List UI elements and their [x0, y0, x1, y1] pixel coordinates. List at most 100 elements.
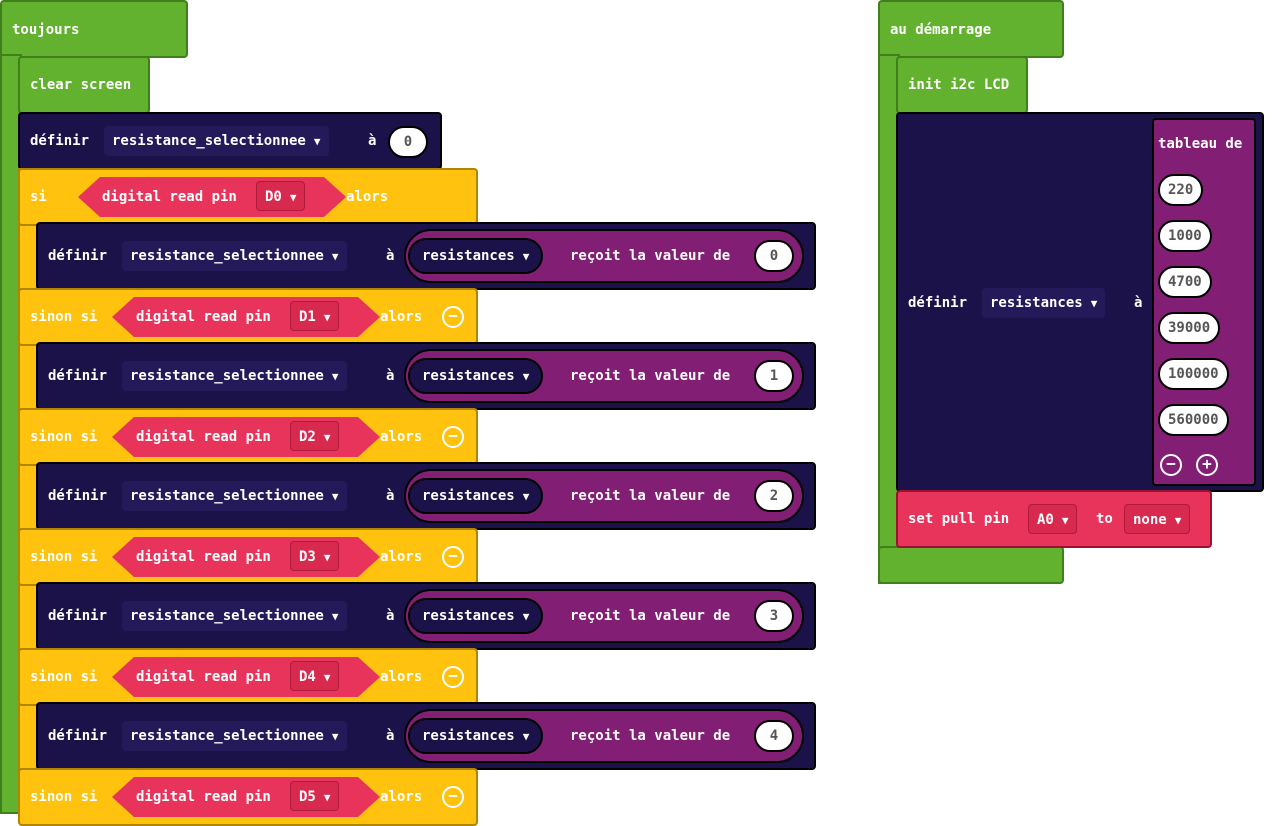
- plus-circle-icon[interactable]: +: [1196, 454, 1218, 476]
- pin-dropdown[interactable]: A0▼: [1028, 504, 1078, 534]
- array-item-input[interactable]: 39000: [1158, 312, 1221, 344]
- array-variable-pill[interactable]: resistances▼: [408, 718, 544, 754]
- array-variable-pill[interactable]: resistances▼: [408, 238, 544, 274]
- variable-dropdown[interactable]: resistance_selectionnee▼: [122, 481, 347, 511]
- minus-circle-icon[interactable]: −: [442, 546, 464, 568]
- index-input[interactable]: 4: [754, 720, 794, 752]
- caret-down-icon: ▼: [522, 730, 530, 743]
- minus-circle-icon[interactable]: −: [442, 666, 464, 688]
- array-item-input[interactable]: 1000: [1158, 220, 1212, 252]
- pin-dropdown[interactable]: D1▼: [290, 301, 339, 331]
- to-keyword: à: [386, 488, 395, 504]
- index-input[interactable]: 1: [754, 360, 794, 392]
- array-item-input[interactable]: 4700: [1158, 266, 1212, 298]
- set-from-array-block[interactable]: définir resistance_selectionnee▼ à resis…: [36, 582, 816, 650]
- pin-dropdown[interactable]: D0 ▼: [256, 181, 305, 211]
- variable-dropdown[interactable]: resistance_selectionnee▼: [122, 721, 347, 751]
- variable-dropdown[interactable]: resistance_selectionnee▼: [122, 241, 347, 271]
- array-variable-pill[interactable]: resistances▼: [408, 478, 544, 514]
- set-initial-block[interactable]: définir resistance_selectionnee▼ à 0: [18, 112, 442, 170]
- minus-circle-icon[interactable]: −: [442, 426, 464, 448]
- array-get-block[interactable]: resistances▼ reçoit la valeur de 0: [404, 229, 804, 283]
- on-start-block[interactable]: au démarrage: [878, 0, 1064, 58]
- to-keyword: à: [386, 248, 395, 264]
- caret-down-icon: ▼: [331, 730, 339, 743]
- digital-read-block[interactable]: digital read pin D4▼: [112, 657, 380, 697]
- set-from-array-block[interactable]: définir resistance_selectionnee▼ à resis…: [36, 222, 816, 290]
- if-header[interactable]: si digital read pin D0▼ alors: [18, 168, 478, 226]
- set-pull-block[interactable]: set pull pin A0▼ to none▼: [896, 490, 1212, 548]
- caret-down-icon: ▼: [289, 191, 297, 204]
- set-keyword: définir: [48, 368, 108, 384]
- on-start-label: au démarrage: [890, 22, 992, 38]
- variable-dropdown-label: resistance_selectionnee: [130, 368, 324, 384]
- digital-read-block[interactable]: digital read pin D1▼: [112, 297, 380, 337]
- else-if-header[interactable]: sinon si digital read pin D5▼ alors −: [18, 768, 478, 826]
- array-variable-label: resistances: [422, 248, 515, 264]
- set-from-array-block[interactable]: définir resistance_selectionnee▼ à resis…: [36, 462, 816, 530]
- index-input[interactable]: 3: [754, 600, 794, 632]
- else-if-header[interactable]: sinon si digital read pin D4▼ alors −: [18, 648, 478, 706]
- array-get-block[interactable]: resistances▼ reçoit la valeur de 3: [404, 589, 804, 643]
- pin-dropdown[interactable]: D5 ▼: [290, 781, 339, 811]
- minus-circle-icon[interactable]: −: [442, 786, 464, 808]
- pin-dropdown-label: D0: [265, 189, 282, 205]
- array-get-block[interactable]: resistances▼ reçoit la valeur de 1: [404, 349, 804, 403]
- array-label: tableau de: [1158, 136, 1243, 152]
- array-item-input[interactable]: 220: [1158, 174, 1204, 206]
- array-variable-pill[interactable]: resistances▼: [408, 598, 544, 634]
- variable-dropdown[interactable]: resistance_selectionnee▼: [104, 126, 329, 156]
- else-if-keyword: sinon si: [30, 669, 98, 685]
- else-if-header[interactable]: sinon si digital read pin D3▼ alors −: [18, 528, 478, 586]
- pin-dropdown[interactable]: D2▼: [290, 421, 339, 451]
- digital-read-block[interactable]: digital read pin D0▼: [78, 177, 346, 217]
- caret-down-icon: ▼: [323, 791, 331, 804]
- set-from-array-block[interactable]: définir resistance_selectionnee▼ à resis…: [36, 702, 816, 770]
- digital-read-block[interactable]: digital read pin D2▼: [112, 417, 380, 457]
- forever-label: toujours: [12, 22, 80, 38]
- to-keyword: à: [368, 133, 377, 149]
- pin-dropdown[interactable]: D4▼: [290, 661, 339, 691]
- array-get-block[interactable]: resistances▼ reçoit la valeur de 2: [404, 469, 804, 523]
- minus-circle-icon[interactable]: −: [1160, 454, 1182, 476]
- then-keyword: alors: [380, 669, 423, 685]
- digital-read-block[interactable]: digital read pin D3▼: [112, 537, 380, 577]
- else-if-keyword: sinon si: [30, 309, 98, 325]
- caret-down-icon: ▼: [522, 610, 530, 623]
- index-input[interactable]: 0: [754, 240, 794, 272]
- variable-dropdown[interactable]: resistance_selectionnee▼: [122, 601, 347, 631]
- else-if-header[interactable]: sinon si digital read pin D2▼ alors −: [18, 408, 478, 466]
- digital-read-label: digital read pin: [136, 549, 271, 565]
- digital-read-block[interactable]: digital read pin D5▼: [112, 777, 380, 817]
- set-keyword: définir: [48, 608, 108, 624]
- array-get-block[interactable]: resistances▼ reçoit la valeur de 4: [404, 709, 804, 763]
- pin-dropdown-label: A0: [1037, 512, 1054, 528]
- array-item-input[interactable]: 560000: [1158, 404, 1229, 436]
- clear-screen-block[interactable]: clear screen: [18, 56, 150, 114]
- to-keyword: à: [386, 728, 395, 744]
- caret-down-icon: ▼: [1174, 514, 1182, 527]
- variable-dropdown[interactable]: resistance_selectionnee▼: [122, 361, 347, 391]
- number-input[interactable]: 0: [388, 126, 428, 158]
- pin-dropdown-label: D5: [299, 789, 316, 805]
- else-if-keyword: sinon si: [30, 549, 98, 565]
- array-variable-pill[interactable]: resistances▼: [408, 358, 544, 394]
- pin-dropdown[interactable]: D3▼: [290, 541, 339, 571]
- minus-circle-icon[interactable]: −: [442, 306, 464, 328]
- index-input[interactable]: 2: [754, 480, 794, 512]
- else-if-keyword: sinon si: [30, 429, 98, 445]
- then-keyword: alors: [380, 309, 423, 325]
- receive-value-label: reçoit la valeur de: [570, 488, 731, 504]
- set-from-array-block[interactable]: définir resistance_selectionnee▼ à resis…: [36, 342, 816, 410]
- variable-dropdown[interactable]: resistances▼: [982, 288, 1106, 318]
- init-lcd-block[interactable]: init i2c LCD: [896, 56, 1028, 114]
- set-pull-label: set pull pin: [908, 511, 1010, 527]
- array-item-input[interactable]: 100000: [1158, 358, 1229, 390]
- pull-mode-dropdown[interactable]: none▼: [1124, 504, 1191, 534]
- to-keyword: à: [386, 368, 395, 384]
- else-if-header[interactable]: sinon si digital read pin D1▼ alors −: [18, 288, 478, 346]
- to-keyword: to: [1096, 511, 1113, 527]
- forever-block[interactable]: toujours: [0, 0, 188, 58]
